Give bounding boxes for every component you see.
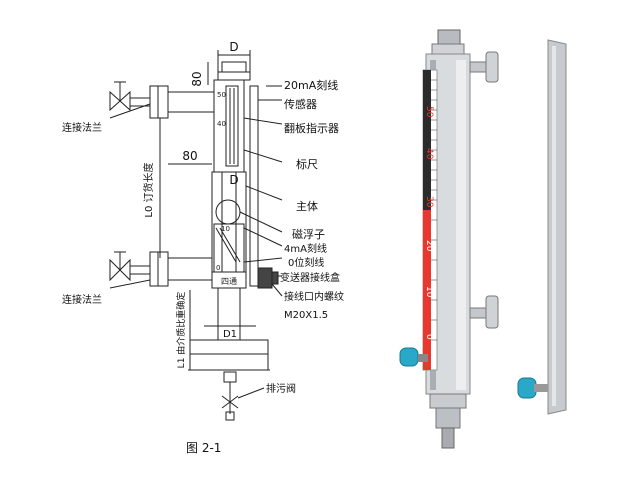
dim-d-top: D bbox=[229, 40, 238, 54]
dim-l0: L0 订货长度 bbox=[142, 162, 155, 217]
photo-scale-0: 0 bbox=[424, 334, 434, 340]
scale-tick-0: 0 bbox=[216, 264, 220, 272]
callout-flap-indicator: 翻板指示器 bbox=[284, 121, 339, 135]
callout-20ma: 20mA刻线 bbox=[284, 78, 338, 92]
figure-caption: 图 2-1 bbox=[186, 441, 221, 455]
dim-l1: L1 由介质比重确定 bbox=[175, 292, 187, 369]
product-photo: 50 40 30 20 10 0 bbox=[399, 29, 567, 449]
photo-scale-50: 50 bbox=[424, 106, 434, 118]
callout-sensor: 传感器 bbox=[284, 98, 317, 111]
photo-scale-10: 10 bbox=[424, 286, 434, 298]
dim-d-mid: D bbox=[229, 173, 238, 187]
callout-flange-bottom: 连接法兰 bbox=[62, 293, 102, 306]
callout-flange-top: 连接法兰 bbox=[62, 121, 102, 134]
callout-float: 磁浮子 bbox=[292, 228, 325, 241]
callout-body: 主体 bbox=[296, 199, 318, 213]
photo-scale-20: 20 bbox=[424, 240, 434, 252]
four-way-label: 四通 bbox=[221, 276, 237, 286]
scale-tick-40: 40 bbox=[217, 120, 226, 128]
scale-tick-10: 10 bbox=[221, 225, 230, 233]
callout-4ma: 4mA刻线 bbox=[284, 242, 327, 255]
photo-scale-40: 40 bbox=[424, 148, 434, 160]
callout-junction-box: 变送器接线盒 bbox=[280, 271, 340, 284]
callout-scale: 标尺 bbox=[296, 157, 318, 171]
dim-80-mid: 80 bbox=[182, 149, 197, 163]
callout-zero: 0位刻线 bbox=[288, 256, 324, 269]
dim-d1: D1 bbox=[223, 329, 237, 340]
callout-thread: 接线口内螺纹 bbox=[284, 290, 344, 303]
dim-80-top: 80 bbox=[190, 71, 204, 86]
scale-tick-50: 50 bbox=[217, 91, 226, 99]
callout-drain-valve: 排污阀 bbox=[266, 382, 296, 395]
technical-drawing: D 80 D 80 bbox=[109, 40, 283, 421]
photo-scale-30: 30 bbox=[424, 196, 434, 208]
callout-thread-spec: M20X1.5 bbox=[284, 310, 328, 321]
